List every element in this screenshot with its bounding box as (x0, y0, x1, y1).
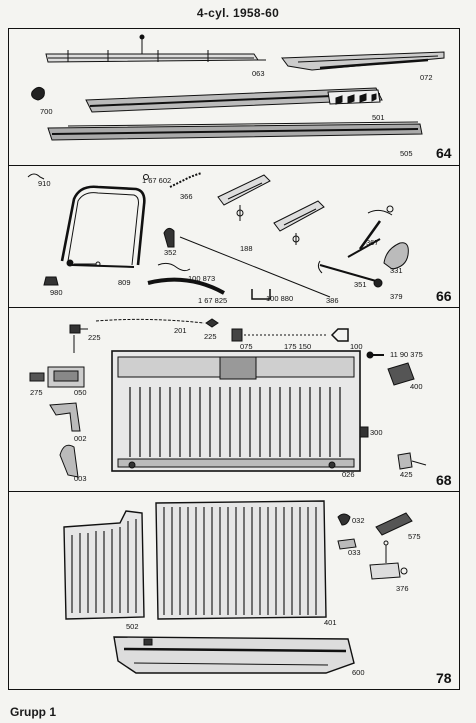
part-label: 275 (30, 388, 43, 397)
part-label: 002 (74, 434, 87, 443)
part-label: 366 (180, 192, 193, 201)
part-label: 11 90 375 (390, 350, 423, 359)
group-caption: Grupp 1 (10, 705, 57, 719)
part-label: 026 (342, 470, 355, 479)
part-label: 225 (204, 332, 217, 341)
part-label: 072 (420, 73, 433, 82)
part-label: 502 (126, 622, 139, 631)
part-label: 401 (324, 618, 337, 627)
part-label: 367 (366, 238, 379, 247)
parts-frame (8, 28, 460, 690)
part-label: 505 (400, 149, 413, 158)
group-68-drawing (29, 318, 427, 478)
part-label: 400 (410, 382, 423, 391)
part-label: 100 880 (266, 294, 294, 303)
part-label: 352 (164, 248, 177, 257)
part-label: 225 (88, 333, 101, 342)
group-64-drawing (31, 34, 445, 141)
group-78-drawing (63, 500, 413, 674)
part-label: 809 (118, 278, 131, 287)
part-label: 300 (370, 428, 383, 437)
section-divider (8, 491, 460, 492)
part-label: 501 (372, 113, 385, 122)
part-label: 1 67 825 (198, 296, 228, 305)
part-label: 980 (50, 288, 63, 297)
group-66-section: 910 1 67 602 366 188 367 352 809 100 873… (8, 165, 460, 307)
part-label: 575 (408, 532, 421, 541)
part-label: 175 150 (284, 342, 312, 351)
group-66-drawing (27, 172, 409, 300)
part-label: 033 (348, 548, 361, 557)
part-label: 351 (354, 280, 367, 289)
part-label: 386 (326, 296, 339, 305)
part-label: 379 (390, 292, 403, 301)
group-number: 64 (436, 145, 452, 161)
group-number: 78 (436, 670, 452, 686)
page-title: 4-cyl. 1958-60 (196, 6, 280, 20)
part-label: 201 (174, 326, 187, 335)
part-label: 075 (240, 342, 253, 351)
group-78-section: 032 575 033 376 502 401 600 78 (8, 491, 460, 690)
part-label: 050 (74, 388, 87, 397)
part-label: 100 873 (188, 274, 216, 283)
part-label: 600 (352, 668, 365, 677)
part-label: 376 (396, 584, 409, 593)
part-label: 1 67 602 (142, 176, 172, 185)
section-divider (8, 307, 460, 308)
part-label: 100 (350, 342, 363, 351)
part-label: 063 (252, 69, 265, 78)
group-68-section: 225 201 225 075 175 150 100 11 90 375 27… (8, 307, 460, 491)
group-number: 68 (436, 472, 452, 488)
part-label: 032 (352, 516, 365, 525)
group-number: 66 (436, 288, 452, 304)
part-label: 425 (400, 470, 413, 479)
part-label: 700 (40, 107, 53, 116)
part-label: 910 (38, 179, 51, 188)
part-label: 331 (390, 266, 403, 275)
section-divider (8, 165, 460, 166)
group-64-section: 063 072 700 501 505 64 (8, 28, 460, 165)
part-label: 003 (74, 474, 87, 483)
part-label: 188 (240, 244, 253, 253)
